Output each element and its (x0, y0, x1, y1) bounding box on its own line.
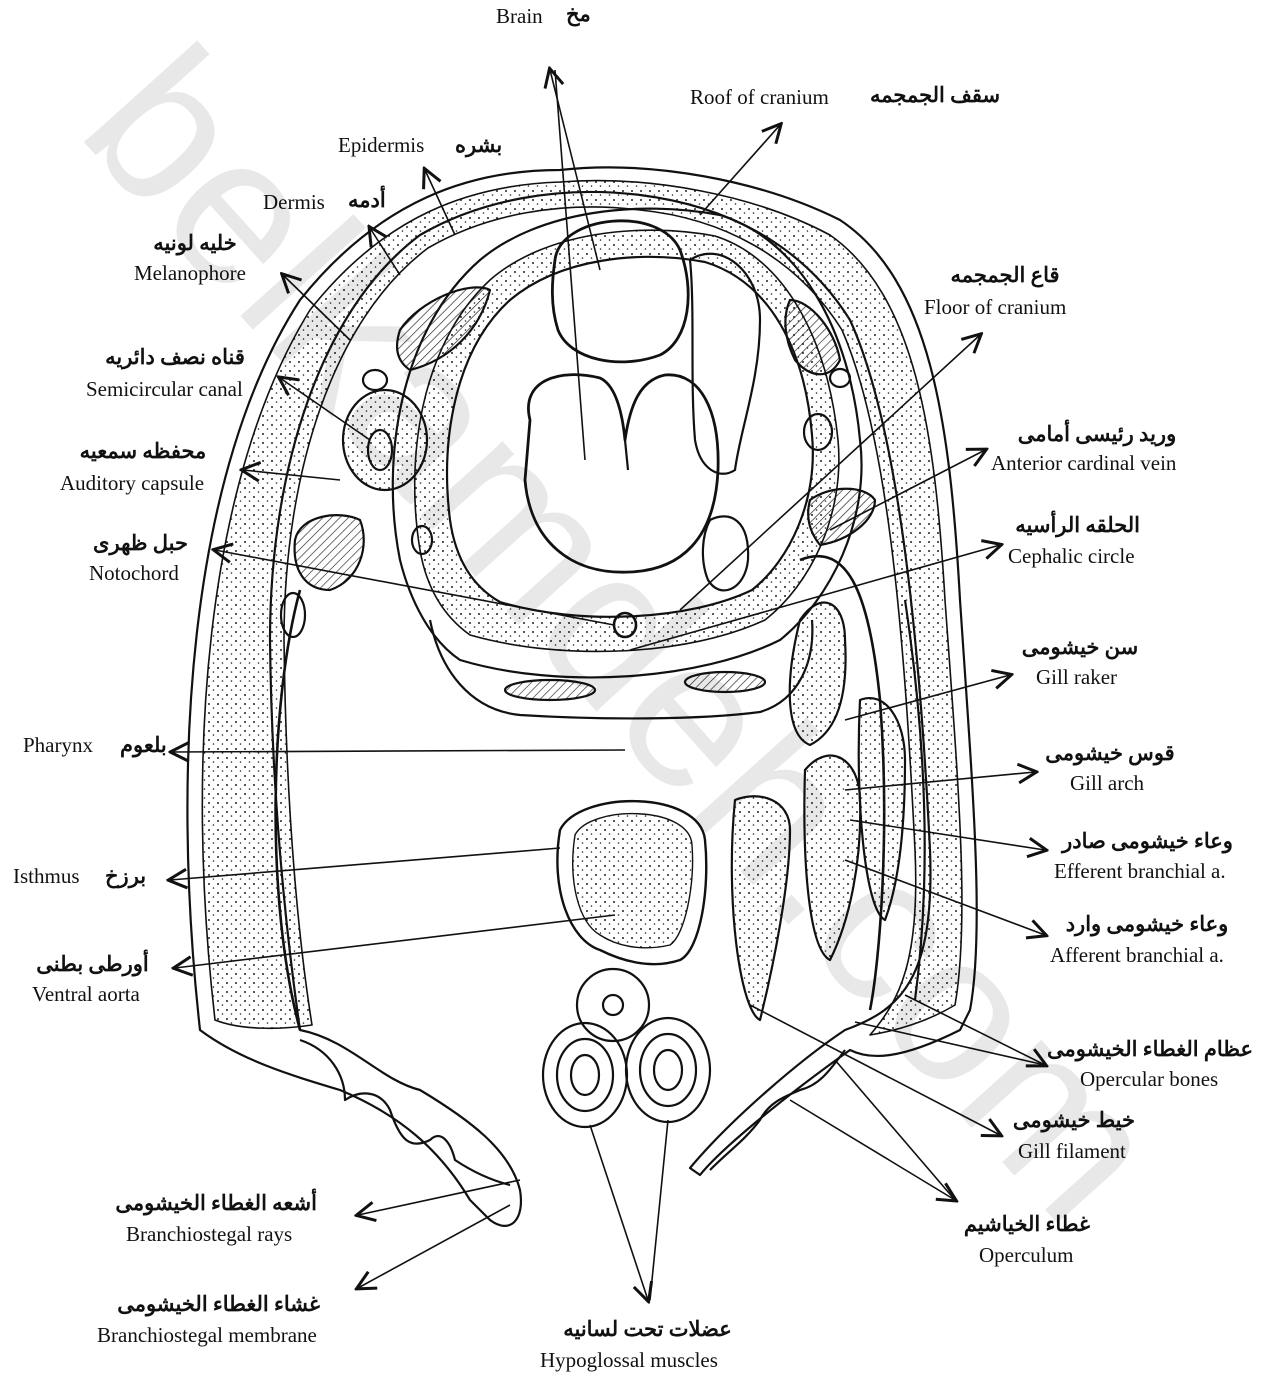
label-roof-ar: سقف الجمجمه (870, 84, 1000, 107)
label-dermis-ar: أدمه (348, 189, 386, 212)
label-melanophore-ar: خليه لونيه (150, 232, 240, 255)
floor-structure-right (685, 672, 765, 692)
leader-branchiostegal-rays (358, 1180, 520, 1215)
canal-left-top (363, 370, 387, 390)
label-semicircular-ar: قناه نصف دائريه (100, 346, 250, 369)
label-melanophore-en: Melanophore (134, 262, 246, 285)
label-epidermis-en: Epidermis (338, 134, 424, 157)
isthmus-inner (573, 814, 693, 948)
leader-hypoglossal-1 (590, 1125, 648, 1300)
label-brain-ar: مخ (566, 3, 591, 26)
label-afferent-ar: وعاء خيشومى وارد (1062, 913, 1232, 936)
label-cephalic-ar: الحلقه الرأسيه (1020, 514, 1140, 537)
hypoglossal-muscle-left-r2 (557, 1039, 613, 1111)
leader-hypoglossal-2 (650, 1120, 668, 1300)
label-auditory-en: Auditory capsule (60, 472, 204, 495)
label-semicircular-en: Semicircular canal (86, 378, 243, 401)
label-operculum-en: Operculum (979, 1244, 1073, 1267)
label-afferent-en: Afferent branchial a. (1050, 944, 1224, 967)
hatched-block-right-mid (808, 489, 875, 545)
hypoglossal-muscle-right-r3 (654, 1050, 682, 1090)
leader-opercular-1 (905, 995, 1045, 1065)
label-branchiostegal-rays-ar: أشعه الغطاء الخيشومى (122, 1192, 317, 1215)
label-gill-filament-ar: خيط خيشومى (1015, 1109, 1135, 1132)
label-ventral-aorta-ar: أورطى بطنى (35, 953, 150, 976)
label-efferent-ar: وعاء خيشومى صادر (1055, 830, 1240, 853)
label-hypoglossal-ar: عضلات تحت لسانيه (555, 1318, 740, 1341)
label-pharynx-ar: بلعوم (120, 734, 167, 757)
label-isthmus-ar: برزخ (105, 865, 146, 888)
gill-arch-1 (790, 603, 846, 745)
branchiostegal-membrane-left (300, 1040, 510, 1185)
hypoglossal-muscle-right-r2 (640, 1034, 696, 1106)
label-dermis-en: Dermis (263, 191, 325, 214)
label-branchiostegal-membrane-en: Branchiostegal membrane (97, 1324, 317, 1347)
label-gill-arch-ar: قوس خيشومى (1045, 742, 1175, 765)
label-branchiostegal-membrane-ar: غشاء الغطاء الخيشومى (120, 1293, 320, 1316)
canal-right-top (830, 369, 850, 387)
label-gill-raker-en: Gill raker (1036, 666, 1117, 689)
label-roof-en: Roof of cranium (690, 86, 829, 109)
leader-branchiostegal-membrane (358, 1205, 510, 1288)
label-floor-en: Floor of cranium (924, 296, 1066, 319)
floor-structure-left (505, 680, 595, 700)
gill-arch-2 (804, 756, 860, 960)
label-cephalic-en: Cephalic circle (1008, 545, 1135, 568)
label-brain-en: Brain (496, 5, 543, 28)
label-notochord-ar: حبل ظهرى (88, 532, 193, 555)
label-opercular-ar: عظام الغطاء الخيشومى (1058, 1038, 1253, 1061)
label-epidermis-ar: بشره (455, 134, 502, 157)
label-notochord-en: Notochord (89, 562, 179, 585)
label-branchiostegal-rays-en: Branchiostegal rays (126, 1223, 292, 1246)
label-gill-raker-ar: سن خيشومى (1020, 636, 1140, 659)
label-gill-arch-en: Gill arch (1070, 772, 1144, 795)
label-auditory-ar: محفظه سمعيه (78, 440, 208, 463)
label-efferent-en: Efferent branchial a. (1054, 860, 1226, 883)
label-pharynx-en: Pharynx (23, 734, 93, 757)
ventral-aorta-ring (577, 969, 649, 1041)
label-hypoglossal-en: Hypoglossal muscles (540, 1349, 718, 1372)
leader-opercular-2 (855, 1022, 1045, 1065)
label-anterior-vein-en: Anterior cardinal vein (991, 452, 1176, 475)
label-operculum-ar: غطاء الخياشيم (965, 1213, 1090, 1236)
hypoglossal-muscle-left-r3 (571, 1055, 599, 1095)
label-floor-ar: قاع الجمجمه (945, 264, 1065, 287)
auditory-capsule (343, 390, 427, 490)
gill-arch-3 (732, 796, 790, 1020)
label-isthmus-en: Isthmus (13, 865, 80, 888)
gill-arch-4 (859, 698, 905, 920)
ventral-aorta-lumen (603, 995, 623, 1015)
label-ventral-aorta-en: Ventral aorta (32, 983, 140, 1006)
label-anterior-vein-ar: وريد رئيسى أمامى (1012, 423, 1182, 446)
label-opercular-en: Opercular bones (1080, 1068, 1218, 1091)
cranium-inner (447, 257, 813, 617)
hatched-block-left-mid (295, 515, 364, 590)
leader-operculum-1 (790, 1100, 955, 1200)
label-gill-filament-en: Gill filament (1018, 1140, 1126, 1163)
